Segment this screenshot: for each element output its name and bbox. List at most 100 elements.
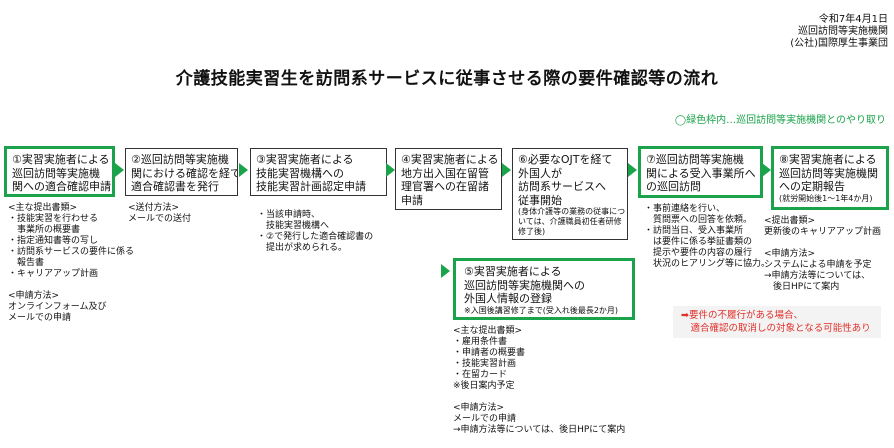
line: 提出が求められる。 (257, 243, 348, 253)
line: 外国人が (518, 166, 562, 180)
line: ・指定通知書等の写し (8, 236, 99, 246)
line: ・②で発行した適合確認書の (257, 232, 374, 242)
line: 状況のヒアリング等に協力。 (644, 259, 771, 269)
line: ⑥必要なOJTを経て (518, 153, 613, 166)
line: →申請方法等については、 (764, 271, 871, 281)
note-step-8: <提出書類>更新後のキャリアアップ計画 <申請方法>システムによる申請を予定→申… (764, 216, 881, 293)
sub-line: (就労開始後1～1年4か月) (779, 193, 873, 203)
line: ・申請者の概要書 (453, 348, 526, 358)
line: 技能実習機構への (256, 166, 344, 180)
step-6-box: ⑥必要なOJTを経て外国人が訪問系サービスへ従事開始(身体介護等の業務の従事につ… (512, 148, 628, 240)
step-7-box: ⑦巡回訪問等実施機関による受入事業所への巡回訪問 (638, 146, 763, 198)
line: ・キャリアアップ計画 (8, 269, 99, 279)
line: ・技能実習を行わせる (8, 214, 99, 224)
line: ②巡回訪問等実施機 (131, 153, 229, 166)
line: への定期報告 (779, 180, 845, 193)
arrow-1-2 (115, 163, 124, 177)
line: ①実習実施者による (12, 153, 110, 166)
sub-line: いては、介護職員初任者研修 (518, 217, 622, 226)
line: 質問票への回答を依頼。 (644, 215, 753, 225)
header-block: 令和7年4月1日 巡回訪問等実施機関 (公社)国際厚生事業団 (790, 14, 888, 50)
line: 提示や要件の内容の履行 (644, 248, 753, 258)
line: オンラインフォーム及び (8, 302, 107, 312)
line: 報告書 (8, 258, 45, 268)
line: ・技能実習計画 (453, 359, 517, 369)
line: ⑧実習実施者による (779, 153, 877, 166)
line: <申請方法> (8, 291, 60, 301)
line: は要件に係る挙証書類の (644, 237, 753, 247)
line: 訪問系サービスへ (518, 180, 606, 193)
line: ・事前連絡を行い、 (644, 204, 726, 214)
header-date: 令和7年4月1日 (818, 14, 888, 25)
step-2-box: ②巡回訪問等実施機関における確認を経て、適合確認書を発行 (125, 148, 238, 196)
line: 地方出入国在留管 (401, 166, 489, 180)
step-5-box: ⑤実習実施者による巡回訪問等実施機関への外国人情報の登録※入国後講習修了まで(受… (453, 258, 635, 320)
line: ⑤実習実施者による (464, 265, 562, 278)
line: 巡回訪問等実施機 (12, 166, 100, 180)
line: ・当該申請時、 (257, 210, 321, 220)
line: メールでの申請 (8, 313, 72, 323)
line: ・在留カード (453, 370, 508, 380)
legend: ◯緑色枠内…巡回訪問等実施機関とのやり取り (674, 115, 886, 126)
arrow-6-7 (628, 163, 637, 177)
line: 巡回訪問等実施機関への (464, 278, 585, 292)
line: 関における確認を経て、 (131, 166, 237, 180)
line: 理官署への在留諸 (401, 180, 489, 193)
line: 関による受入事業所へ (646, 166, 756, 180)
line: <申請方法> (764, 249, 816, 259)
line: <主な提出書類> (8, 203, 78, 213)
line: ➡要件の不履行がある場合、 (681, 310, 803, 321)
step-3-box: ③実習実施者による技能実習機構への技能実習計画認定申請 (250, 148, 387, 196)
line: の巡回訪問 (646, 180, 701, 193)
line: <申請方法> (453, 403, 505, 413)
line: 従事開始 (518, 193, 562, 207)
line: <送付方法> (128, 203, 180, 213)
line: 申請 (401, 193, 423, 207)
arrow-to-5 (441, 264, 450, 278)
step-1-box: ①実習実施者による巡回訪問等実施機関への適合確認申請 (4, 146, 115, 197)
warning-box: ➡要件の不履行がある場合、 適合確認の取消しの対象となる可能性あり (673, 306, 881, 338)
line: メールでの申請 (453, 414, 517, 424)
arrow-7-8 (762, 163, 771, 177)
page-title: 介護技能実習生を訪問系サービスに従事させる際の要件確認等の流れ (175, 69, 719, 89)
line: ※後日案内予定 (453, 381, 515, 391)
step-8-box: ⑧実習実施者による巡回訪問等実施機関への定期報告(就労開始後1～1年4か月) (771, 146, 889, 210)
line: ・訪問系サービスの要件に係る (8, 247, 135, 257)
line (453, 392, 625, 403)
line: 技能実習計画認定申請 (256, 180, 366, 193)
line: <提出書類> (764, 216, 816, 226)
line: 巡回訪問等実施機関 (779, 166, 878, 180)
line: ③実習実施者による (256, 153, 354, 166)
line (8, 280, 134, 291)
note-step-3: ・当該申請時、 技能実習機構へ・②で発行した適合確認書の 提出が求められる。 (257, 210, 373, 254)
header-org: 巡回訪問等実施機関 (798, 26, 888, 37)
line: システムによる申請を予定 (764, 260, 872, 270)
line: ④実習実施者による (401, 153, 499, 166)
line: メールでの送付 (128, 214, 192, 224)
note-step-5: <主な提出書類>・雇用条件書・申請者の概要書・技能実習計画・在留カード※後日案内… (453, 326, 625, 436)
arrow-4-6 (502, 163, 511, 177)
line: 技能実習機構へ (257, 221, 330, 231)
arrow-3-4 (386, 163, 395, 177)
line: ・訪問当日、受入事業所 (644, 226, 744, 236)
line: 関への適合確認申請 (12, 180, 111, 193)
line: 事業所の概要書 (8, 225, 81, 235)
arrow-2-3 (239, 163, 248, 177)
sub-line: ※入国後講習修了まで(受入れ後最長2か月) (464, 305, 619, 315)
line: 適合確認書を発行 (131, 180, 219, 193)
sub-line: (身体介護等の業務の従事につ (518, 207, 626, 216)
line: 適合確認の取消しの対象となる可能性あり (681, 323, 871, 334)
sub-line: 修了後) (518, 227, 546, 236)
note-step-2: <送付方法>メールでの送付 (128, 203, 191, 225)
line: <主な提出書類> (453, 326, 523, 336)
line (764, 238, 881, 249)
line: 更新後のキャリアアップ計画 (764, 227, 882, 237)
line: ⑦巡回訪問等実施機 (646, 153, 744, 166)
note-step-1: <主な提出書類>・技能実習を行わせる 事業所の概要書・指定通知書等の写し・訪問系… (8, 203, 134, 324)
line: →申請方法等については、後日HPにて案内 (453, 425, 626, 435)
header-org-sub: (公社)国際厚生事業団 (790, 38, 888, 49)
line: 外国人情報の登録 (464, 292, 552, 305)
step-4-box: ④実習実施者による地方出入国在留管理官署への在留諸申請 (395, 148, 502, 210)
line: 後日HPにて案内 (764, 282, 840, 292)
note-step-7: ・事前連絡を行い、 質問票への回答を依頼。・訪問当日、受入事業所 は要件に係る挙… (644, 204, 770, 270)
